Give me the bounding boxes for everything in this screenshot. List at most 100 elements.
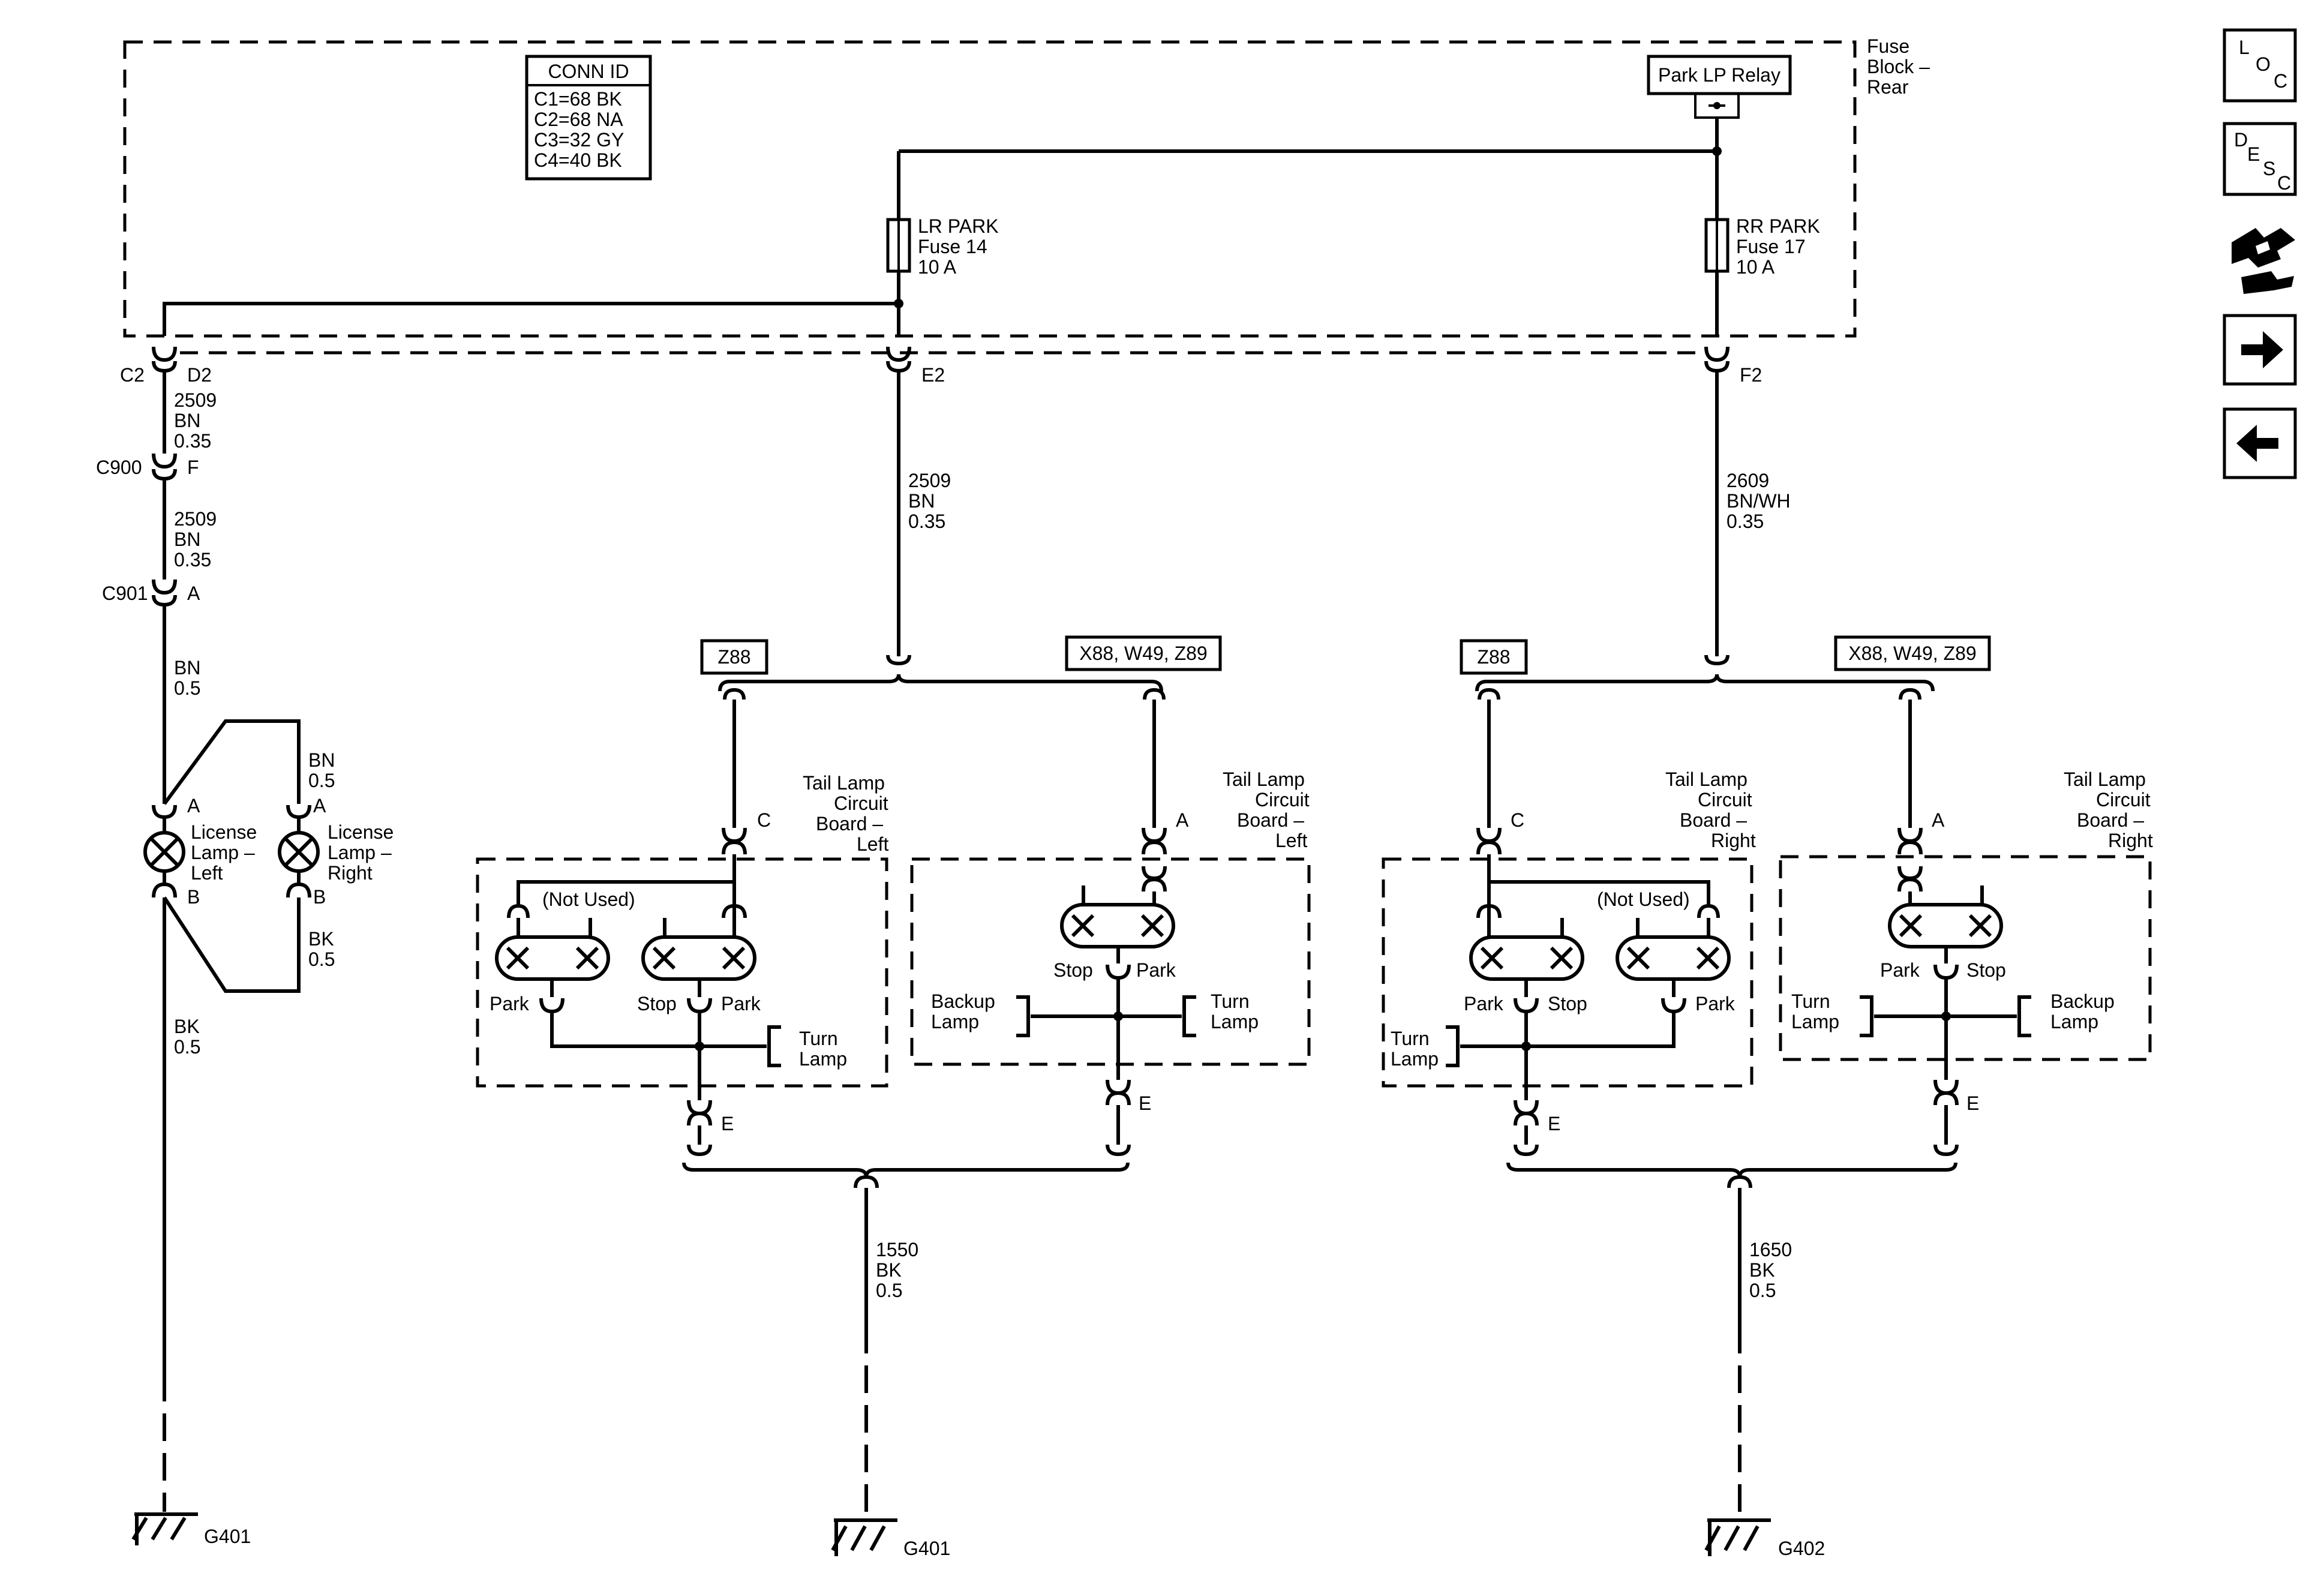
wire-label: 0.5 (1749, 1280, 1776, 1301)
turn-lamp-label: Lamp (1391, 1048, 1439, 1070)
ground-g401-center-icon (831, 1518, 897, 1556)
option-x88-right: X88, W49, Z89 (1834, 635, 1991, 671)
license-right-pin-a: A (313, 795, 326, 816)
wire-label: BN (908, 490, 935, 512)
conn-id-title: CONN ID (548, 61, 629, 82)
wrench-icon[interactable] (2232, 228, 2295, 294)
board-label: Board – (1237, 809, 1304, 831)
connector-e2-label: E2 (921, 364, 945, 386)
stop-label: Stop (1548, 993, 1587, 1014)
not-used-label: (Not Used) (1597, 888, 1690, 910)
desc-button[interactable]: D E S C (2223, 122, 2297, 196)
wire-label: 0.5 (174, 677, 200, 699)
wire-label: BK (1749, 1259, 1775, 1281)
wire-label: BN (174, 657, 200, 679)
connector-f2 (1704, 346, 1730, 373)
pin-e-label: E (1548, 1113, 1560, 1134)
wire-label: BK (876, 1259, 902, 1281)
wire-label: 1550 (876, 1239, 918, 1260)
fuse-block-label-3: Rear (1867, 76, 1909, 98)
relay-label: Park LP Relay (1658, 64, 1780, 86)
board-label: Board – (1680, 809, 1747, 831)
wire-label: 0.5 (174, 1036, 200, 1058)
turn-lamp-label: Lamp (1211, 1011, 1259, 1032)
bulb-park-stop-right (1469, 918, 1584, 1014)
arrow-left-icon (2236, 425, 2278, 462)
wire-label: 0.35 (1727, 511, 1764, 532)
turn-lamp-label: Turn (799, 1028, 838, 1049)
stop-label: Stop (637, 993, 677, 1014)
backup-lamp-label: Lamp (931, 1011, 979, 1032)
wire-label: BN (174, 529, 200, 550)
wire-label: BN/WH (1727, 490, 1791, 512)
wire-label: BK (174, 1016, 200, 1037)
splice-dot (1712, 146, 1722, 156)
bulb-stop-park-left (641, 918, 756, 1014)
wire-label: 0.5 (308, 770, 335, 791)
license-left-pin-a: A (187, 795, 200, 816)
connector-c901-label: C901 (102, 583, 148, 604)
pin-a-label: A (1176, 809, 1189, 831)
loc-button[interactable]: L O C (2223, 28, 2297, 103)
lr-park-fuse-name: LR PARK (918, 215, 999, 237)
option-z88-label: Z88 (1477, 646, 1510, 668)
arrow-right-icon (2241, 331, 2283, 368)
license-left-label: Lamp – (191, 842, 255, 863)
license-right-label: Lamp – (328, 842, 392, 863)
connector-c2-label: C2 (120, 364, 145, 386)
board-label: Tail Lamp (2064, 769, 2146, 790)
connector-d2-label: D2 (187, 364, 212, 386)
turn-lamp-label: Lamp (799, 1048, 847, 1070)
board-label: Board – (2077, 809, 2144, 831)
wire-label: 2609 (1727, 470, 1769, 491)
park-label: Park (1880, 959, 1920, 981)
desc-letter: E (2247, 143, 2260, 165)
tail-lamp-board-left-a (910, 857, 1311, 1066)
option-x88-left: X88, W49, Z89 (1065, 635, 1222, 671)
connector-c900-pin: F (187, 457, 199, 478)
option-x88-label: X88, W49, Z89 (1079, 643, 1207, 664)
park-label: Park (490, 993, 530, 1014)
wire-label: 2509 (908, 470, 951, 491)
park-label: Park (1695, 993, 1736, 1014)
license-left-label: Left (191, 862, 223, 884)
backup-lamp-label: Lamp (2050, 1011, 2098, 1032)
license-right-label: Right (328, 862, 373, 884)
wire-label: 0.5 (308, 948, 335, 970)
ground-g402-icon (1704, 1518, 1771, 1556)
loc-letter: O (2256, 53, 2271, 75)
option-z88-left: Z88 (700, 639, 768, 675)
prev-page-button[interactable] (2223, 407, 2297, 479)
connector-e2 (886, 346, 911, 373)
rr-park-fuse-name: RR PARK (1736, 215, 1820, 237)
park-lp-relay: Park LP Relay (1647, 55, 1792, 119)
ground-g401-left-label: G401 (204, 1526, 251, 1547)
connector-c901 (152, 579, 177, 607)
loc-letter: L (2239, 37, 2250, 58)
ground-g402-label: G402 (1778, 1538, 1825, 1559)
bulb-park-left-1 (495, 918, 610, 1014)
pin-e-label: E (1139, 1092, 1151, 1114)
turn-lamp-label: Turn (1791, 990, 1830, 1012)
board-label: Right (2108, 830, 2153, 851)
board-label: Circuit (834, 792, 888, 814)
license-right-label: License (328, 821, 394, 843)
option-brace-right (1475, 674, 1935, 692)
loc-letter: C (2274, 70, 2287, 92)
fuse-block-label-1: Fuse (1867, 35, 1909, 57)
wire-label: 0.5 (876, 1280, 902, 1301)
stop-label: Stop (1966, 959, 2006, 981)
board-label: Left (1275, 830, 1307, 851)
backup-lamp-label: Backup (2050, 990, 2115, 1012)
wire-label: BK (308, 928, 334, 950)
next-page-button[interactable] (2223, 314, 2297, 386)
board-label: Circuit (2096, 789, 2151, 810)
lr-park-fuse-rating: 10 A (918, 256, 957, 278)
ground-brace-right (1506, 1162, 1957, 1178)
turn-lamp-label: Turn (1391, 1028, 1430, 1049)
conn-id-box: CONN ID C1=68 BK C2=68 NA C3=32 GY C4=40… (525, 55, 652, 181)
license-lamp-left (143, 804, 185, 898)
wire-label: BN (308, 749, 335, 771)
turn-lamp-label: Lamp (1791, 1011, 1839, 1032)
